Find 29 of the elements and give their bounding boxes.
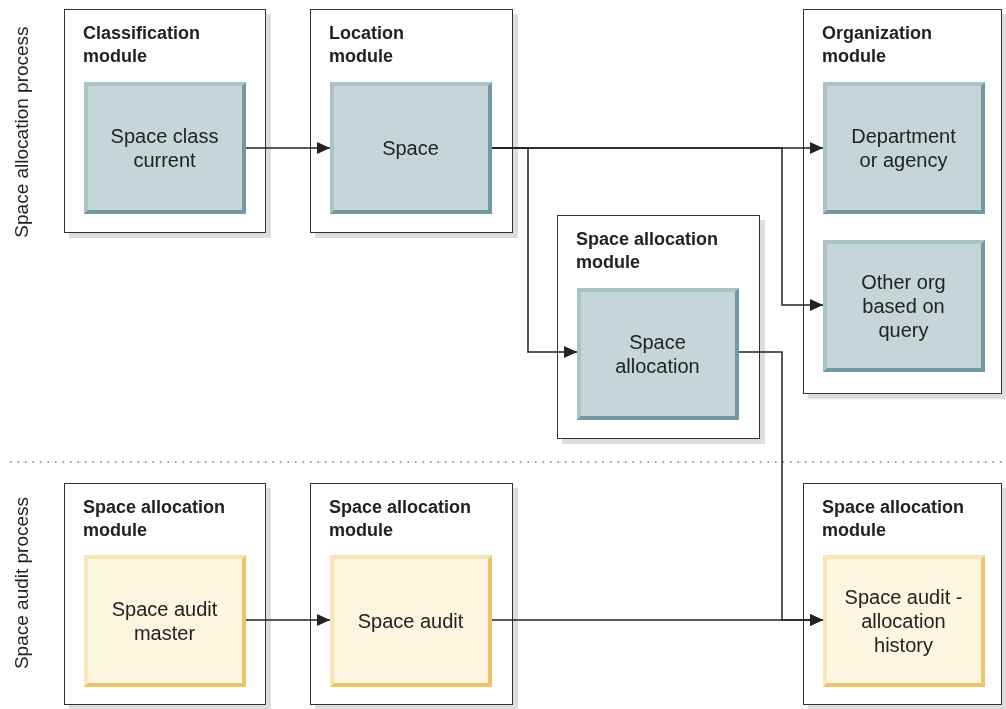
box-label: Other org based on query: [860, 269, 947, 342]
process-box: [576, 287, 739, 420]
module-title: Location module: [329, 22, 405, 68]
arrow: [491, 147, 578, 358]
box-label: Space allocation: [614, 329, 701, 378]
box-label: Space class current: [109, 123, 220, 172]
arrow: [245, 142, 331, 154]
module-title: Space allocation module: [576, 228, 720, 274]
box-label: Space audit - allocation history: [843, 584, 964, 657]
process-box: [822, 239, 985, 372]
process-box: [83, 81, 246, 214]
module-title: Space allocation module: [329, 496, 473, 542]
process-box: [822, 554, 985, 687]
process-label: Space allocation process: [11, 26, 33, 238]
process-box: [83, 554, 246, 687]
module-title: Space allocation module: [822, 496, 966, 542]
process-box: [329, 81, 492, 214]
box-label: Space: [381, 135, 440, 160]
box-label: Department or agency: [850, 123, 957, 172]
module-title: Classification module: [83, 22, 202, 68]
process-label: Space audit process: [11, 496, 33, 670]
arrow: [491, 614, 824, 626]
box-label: Space audit: [356, 608, 465, 633]
module-title: Organization module: [822, 22, 933, 68]
arrow: [245, 614, 331, 626]
process-box: [329, 554, 492, 687]
process-box: [822, 81, 985, 214]
module-title: Space allocation module: [83, 496, 227, 542]
box-label: Space audit master: [110, 596, 219, 645]
